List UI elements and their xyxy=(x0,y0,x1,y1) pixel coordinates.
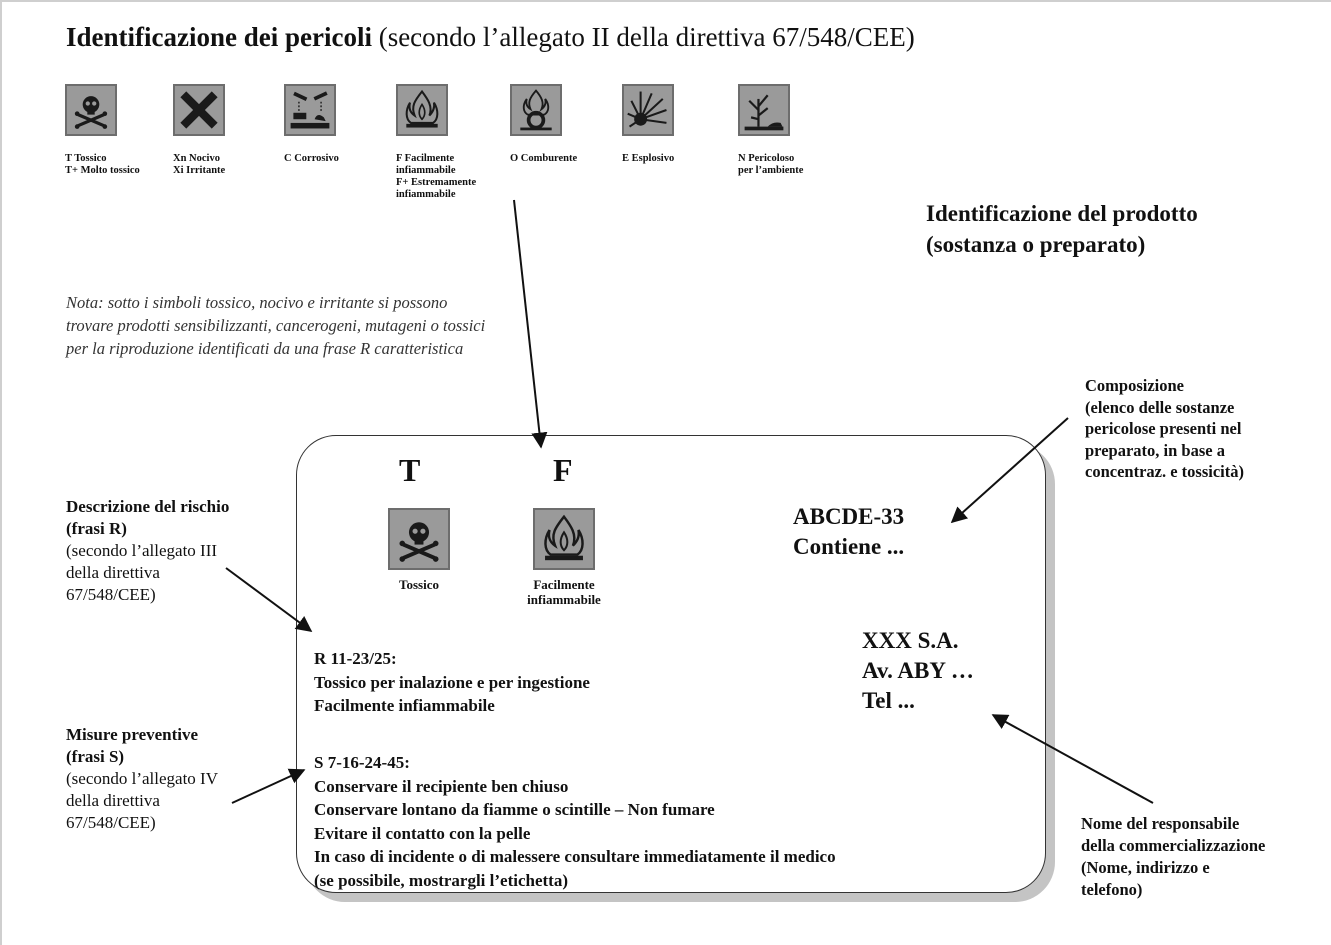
composition-line: Composizione xyxy=(1085,376,1184,395)
risk-description-annotation: Descrizione del rischio (frasi R) (secon… xyxy=(66,496,286,606)
corrosive-icon xyxy=(284,84,336,136)
arrow-preventive-measures xyxy=(231,768,306,804)
preventive-measures-annotation: Misure preventive (frasi S) (secondo l’a… xyxy=(66,724,286,834)
label-flame-icon xyxy=(533,508,595,570)
symbol-caption-line: infiammabile xyxy=(396,189,456,200)
company-line: XXX S.A. xyxy=(862,628,959,653)
composition-line: (elenco delle sostanze xyxy=(1085,397,1235,417)
symbol-caption-line: T Tossico xyxy=(65,153,107,164)
arrow-responsible xyxy=(991,714,1154,804)
product-identification-heading: Identificazione del prodotto (sostanza o… xyxy=(926,198,1198,260)
symbol-caption-line: Xi Irritante xyxy=(173,165,226,176)
composition-line: preparato, in base a xyxy=(1085,440,1225,460)
symbol-caption-line: Xn Nocivo xyxy=(173,153,220,164)
symbol-caption-line: infiammabile xyxy=(396,165,456,176)
symbol-caption-e: E Esplosivo xyxy=(622,153,674,165)
x-cross-icon xyxy=(173,84,225,136)
symbol-caption-o: O Comburente xyxy=(510,153,577,165)
arrow-risk-description xyxy=(225,567,313,632)
responsible-line: telefono) xyxy=(1081,880,1143,899)
frame-top-border xyxy=(0,0,1331,2)
symbol-caption-line: F+ Estremamente xyxy=(396,177,477,188)
s-phrase: S 7-16-24-45: xyxy=(314,753,410,772)
symbol-caption-line: E Esplosivo xyxy=(622,153,675,164)
product-identification-line: (sostanza o preparato) xyxy=(926,232,1146,257)
r-phrase: R 11-23/25: xyxy=(314,649,397,668)
skull-crossbones-icon xyxy=(65,84,117,136)
company-line: Tel ... xyxy=(862,688,915,713)
label-caption-f-line: infiammabile xyxy=(527,592,601,607)
flame-icon xyxy=(396,84,448,136)
note-text: Nota: sotto i simboli tossico, nocivo e … xyxy=(66,293,486,358)
label-caption-f: Facilmente infiammabile xyxy=(514,577,614,607)
label-caption-f-line: Facilmente xyxy=(533,577,595,592)
responsible-annotation: Nome del responsabile della commercializ… xyxy=(1081,813,1265,901)
page-title-bold: Identificazione dei pericoli xyxy=(66,22,372,52)
product-identification-line: Identificazione del prodotto xyxy=(926,201,1198,226)
responsible-line: (Nome, indirizzo e xyxy=(1081,858,1210,877)
r-phrase: Facilmente infiammabile xyxy=(314,696,495,715)
arrow-composition xyxy=(950,417,1069,524)
r-phrase: Tossico per inalazione e per ingestione xyxy=(314,672,590,692)
symbol-caption-line: per l’ambiente xyxy=(738,165,804,176)
composition-annotation: Composizione (elenco delle sostanze peri… xyxy=(1085,375,1244,483)
r-phrases: R 11-23/25: Tossico per inalazione e per… xyxy=(314,647,590,718)
dead-tree-icon xyxy=(738,84,790,136)
symbol-caption-f: F Facilmente infiammabile F+ Estremament… xyxy=(396,153,476,201)
symbol-caption-line: C Corrosivo xyxy=(284,153,339,164)
risk-description-line: (frasi R) xyxy=(66,519,127,538)
product-code-line: ABCDE-33 xyxy=(793,504,905,529)
risk-description-line: (secondo l’allegato III xyxy=(66,541,218,560)
label-caption-t: Tossico xyxy=(399,577,439,592)
symbol-caption-xn: Xn Nocivo Xi Irritante xyxy=(173,153,225,177)
s-phrase: Conservare lontano da fiamme o scintille… xyxy=(314,800,715,819)
s-phrases: S 7-16-24-45: Conservare il recipiente b… xyxy=(314,751,836,892)
label-letter-t: T xyxy=(399,452,421,488)
label-skull-crossbones-icon xyxy=(388,508,450,570)
arrow-flame-to-label xyxy=(513,199,548,449)
symbol-caption-n: N Pericoloso per l’ambiente xyxy=(738,153,803,177)
risk-description-line: della direttiva xyxy=(66,563,160,582)
composition-line: pericolose presenti nel xyxy=(1085,419,1242,438)
s-phrase: Evitare il contatto con la pelle xyxy=(314,823,531,843)
product-code-line: Contiene ... xyxy=(793,534,905,559)
risk-description-line: 67/548/CEE) xyxy=(66,585,156,604)
flame-over-circle-icon xyxy=(510,84,562,136)
product-code: ABCDE-33 Contiene ... xyxy=(793,502,904,562)
label-letter-f: F xyxy=(553,452,573,488)
preventive-measures-line: 67/548/CEE) xyxy=(66,813,156,832)
responsible-line: della commercializzazione xyxy=(1081,836,1266,855)
company-info: XXX S.A. Av. ABY … Tel ... xyxy=(862,626,974,716)
explosion-icon xyxy=(622,84,674,136)
page-title: Identificazione dei pericoli (secondo l’… xyxy=(66,22,915,53)
page-title-rest: (secondo l’allegato II della direttiva 6… xyxy=(371,22,915,52)
symbol-caption-t: T Tossico T+ Molto tossico xyxy=(65,153,140,177)
symbol-caption-line: T+ Molto tossico xyxy=(65,165,140,176)
composition-line: concentraz. e tossicità) xyxy=(1085,462,1244,481)
company-line: Av. ABY … xyxy=(862,658,974,683)
risk-description-line: Descrizione del rischio xyxy=(66,497,230,516)
symbol-caption-c: C Corrosivo xyxy=(284,153,339,165)
frame-left-border xyxy=(0,0,2,945)
symbol-caption-line: F Facilmente xyxy=(396,153,455,164)
s-phrase: Conservare il recipiente ben chiuso xyxy=(314,776,569,796)
preventive-measures-line: (frasi S) xyxy=(66,747,125,766)
symbol-caption-line: N Pericoloso xyxy=(738,153,795,164)
preventive-measures-line: (secondo l’allegato IV xyxy=(66,769,218,788)
symbol-caption-line: O Comburente xyxy=(510,153,578,164)
s-phrase: (se possibile, mostrargli l’etichetta) xyxy=(314,870,568,890)
preventive-measures-line: della direttiva xyxy=(66,791,160,810)
preventive-measures-line: Misure preventive xyxy=(66,725,199,744)
s-phrase: In caso di incidente o di malessere cons… xyxy=(314,847,836,866)
responsible-line: Nome del responsabile xyxy=(1081,814,1240,833)
